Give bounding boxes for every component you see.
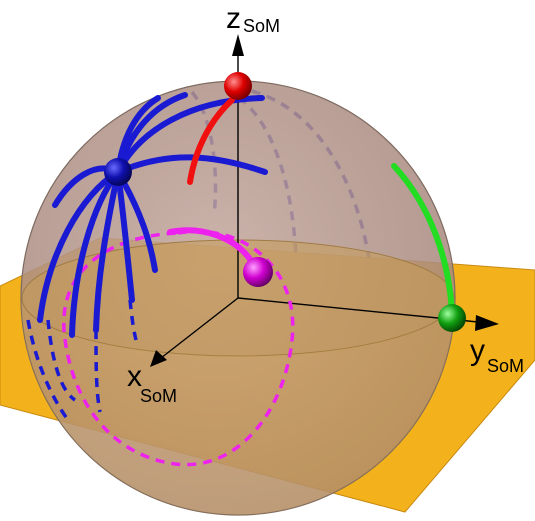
blue-arc-left-1	[37, 169, 121, 323]
blue-arc-down-2	[115, 169, 135, 303]
green-sphere-marker	[438, 304, 466, 332]
y-axis-arrowhead	[475, 315, 499, 331]
red-sphere-marker	[224, 72, 252, 100]
z-axis-arrowhead	[232, 34, 244, 56]
green-arc	[391, 163, 455, 319]
magenta-sphere-marker	[243, 257, 273, 287]
red-arc	[187, 97, 235, 185]
dashed-lower-curves	[26, 229, 295, 467]
solid-arcs	[167, 97, 455, 319]
blue-dashed-tail-4	[128, 299, 138, 341]
plane-over-lower-sphere	[21, 298, 455, 515]
blue-arc-down-1	[93, 169, 121, 333]
blue-dashed-tail-1	[26, 319, 70, 422]
blue-sphere-marker	[104, 158, 132, 186]
blue-arc-left-2	[69, 169, 121, 338]
blue-arc-right	[115, 154, 268, 175]
magenta-dashed-circle	[62, 229, 295, 467]
state-markers	[104, 72, 466, 332]
x-axis-arrowhead	[150, 350, 167, 367]
x-axis-line	[160, 297, 239, 359]
blue-dashed-tail-2	[46, 319, 77, 402]
magenta-arc	[167, 227, 255, 265]
